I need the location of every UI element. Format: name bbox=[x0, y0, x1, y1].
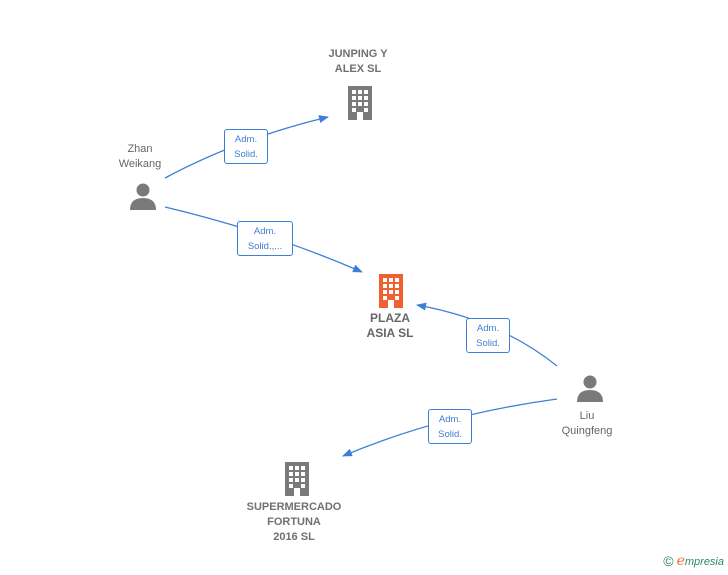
building-icon[interactable] bbox=[344, 84, 376, 120]
building-icon-main[interactable] bbox=[375, 272, 407, 308]
node-label-supermercado[interactable]: SUPERMERCADO FORTUNA 2016 SL bbox=[246, 501, 342, 543]
copyright-symbol: © bbox=[663, 553, 674, 569]
node-label-zhan[interactable]: Zhan Weikang bbox=[118, 143, 162, 170]
edge-label-liu-supermercado[interactable]: Adm. Solid. bbox=[428, 409, 472, 444]
building-icon[interactable] bbox=[281, 460, 313, 496]
edge-label-zhan-junping[interactable]: Adm. Solid. bbox=[224, 129, 268, 164]
node-label-liu[interactable]: Liu Quingfeng bbox=[561, 410, 613, 437]
empresia-logo[interactable]: © empresia bbox=[663, 553, 724, 569]
node-label-junping[interactable]: JUNPING Y ALEX SL bbox=[328, 48, 388, 75]
logo-letter-e: e bbox=[676, 553, 685, 569]
person-icon[interactable] bbox=[575, 374, 605, 404]
logo-text: mpresia bbox=[684, 556, 724, 568]
node-label-plaza[interactable]: PLAZA ASIA SL bbox=[366, 311, 414, 340]
edge-label-liu-plaza[interactable]: Adm. Solid. bbox=[466, 318, 510, 353]
edge-label-zhan-plaza[interactable]: Adm. Solid.,... bbox=[237, 221, 293, 256]
person-icon[interactable] bbox=[128, 182, 158, 212]
